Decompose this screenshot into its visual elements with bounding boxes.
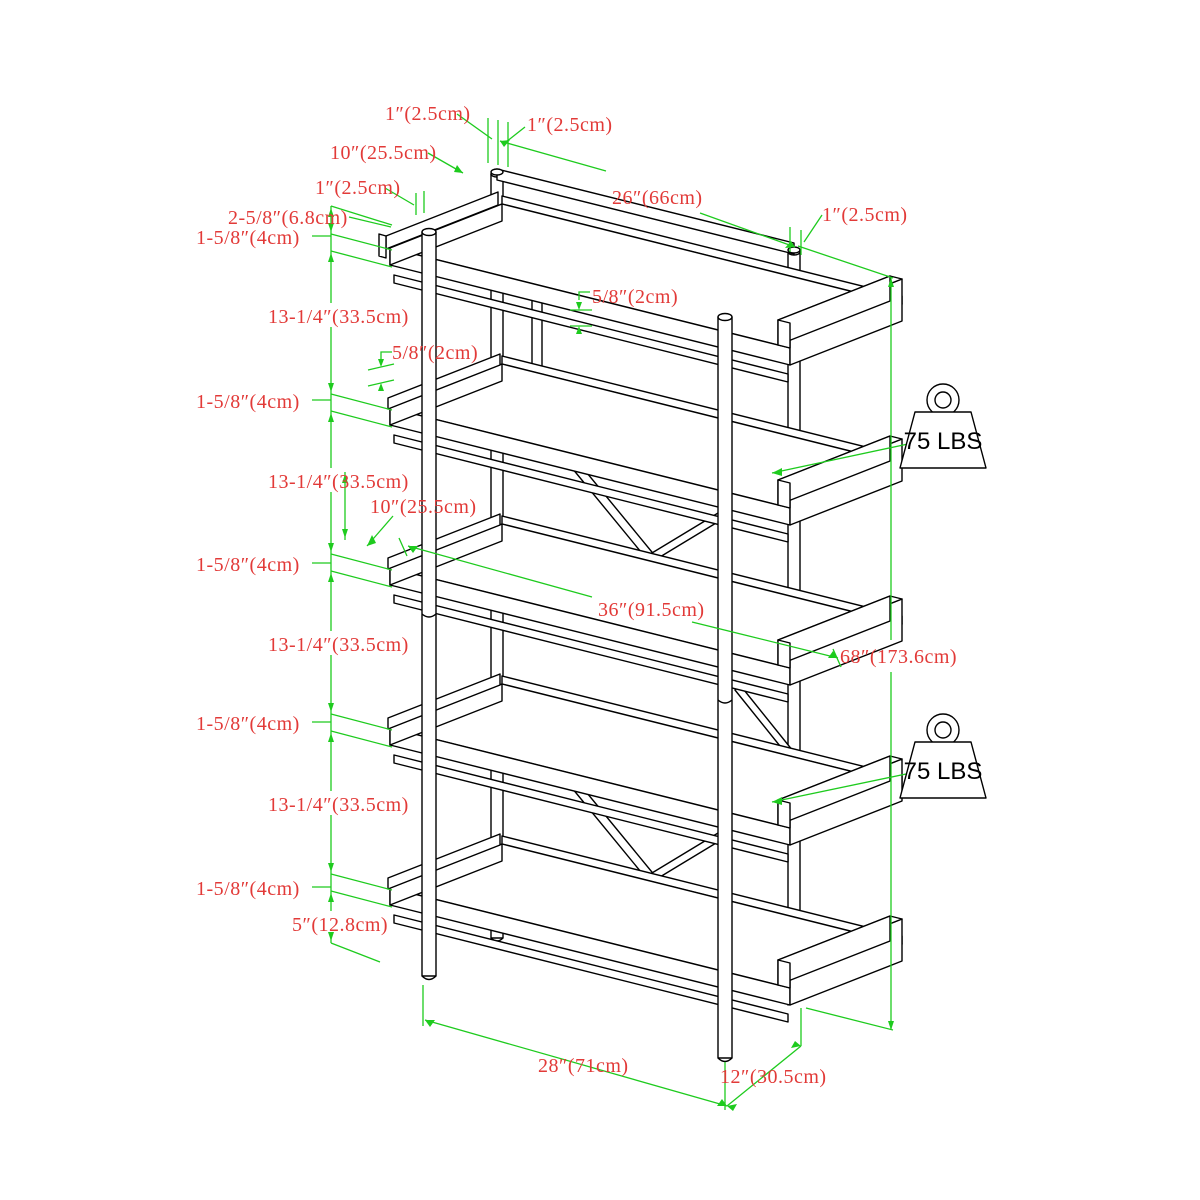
weight-capacity-lower-label: 75 LBS (904, 758, 983, 785)
weight-icon-upper: 75 LBS (899, 383, 987, 469)
dim-shelf-thickness-3: 1-5/8″(4cm) (196, 554, 300, 576)
weight-icon-lower: 75 LBS (899, 713, 987, 799)
front-right-leg (717, 312, 733, 1063)
dim-top-rim-height: 2-5/8″(6.8cm) (228, 207, 348, 229)
dim-shelf-thickness-5: 1-5/8″(4cm) (196, 878, 300, 900)
weight-handle-outer-icon (926, 383, 960, 417)
dim-back-rail-left: 5/8″(2cm) (392, 342, 478, 364)
bookshelf-line-art (378, 168, 903, 1063)
dim-leg-span: 28″(71cm) (538, 1055, 629, 1077)
shelf-4 (387, 673, 903, 863)
shelf-3 (387, 513, 903, 703)
dim-depth: 12″(30.5cm) (720, 1066, 827, 1088)
top-back-rail (496, 168, 795, 255)
shelf-1 (378, 191, 903, 383)
dim-shelf-gap-1: 13-1/4″(33.5cm) (268, 306, 409, 328)
weight-handle-outer-icon (926, 713, 960, 747)
dimension-lines (312, 113, 909, 1111)
dim-post-width-a: 1″(2.5cm) (385, 103, 471, 125)
dim-shelf-gap-4: 13-1/4″(33.5cm) (268, 794, 409, 816)
front-left-leg (421, 227, 437, 981)
weight-capacity-icons: 75 LBS 75 LBS (899, 383, 987, 799)
dim-top-rail-length: 26″(66cm) (612, 187, 703, 209)
weight-handle-inner-icon (934, 721, 952, 739)
dim-shelf-thickness-4: 1-5/8″(4cm) (196, 713, 300, 735)
dim-shelf-gap-2: 13-1/4″(33.5cm) (268, 471, 409, 493)
dim-overall-height: 68″(173.6cm) (840, 646, 957, 668)
weight-body-icon (899, 741, 987, 799)
dim-left-rim-width: 1″(2.5cm) (315, 177, 401, 199)
weight-body-icon (899, 411, 987, 469)
shelf-5 (387, 833, 903, 1023)
dim-top-offset: 10″(25.5cm) (330, 142, 437, 164)
dim-back-rail-mid: 5/8″(2cm) (592, 286, 678, 308)
dim-shelf-length: 36″(91.5cm) (598, 599, 705, 621)
weight-capacity-upper-label: 75 LBS (904, 428, 983, 455)
dimension-labels: 1″(2.5cm) 1″(2.5cm) 10″(25.5cm) 1″(2.5cm… (196, 103, 957, 1088)
dim-shelf-gap-3: 13-1/4″(33.5cm) (268, 634, 409, 656)
dim-post-width-b: 1″(2.5cm) (527, 114, 613, 136)
dim-right-post-width: 1″(2.5cm) (822, 204, 908, 226)
dim-mid-offset: 10″(25.5cm) (370, 496, 477, 518)
dim-shelf-thickness-2: 1-5/8″(4cm) (196, 391, 300, 413)
weight-handle-inner-icon (934, 391, 952, 409)
dim-shelf-thickness-1: 1-5/8″(4cm) (196, 227, 300, 249)
dim-bottom-clearance: 5″(12.8cm) (292, 914, 388, 936)
